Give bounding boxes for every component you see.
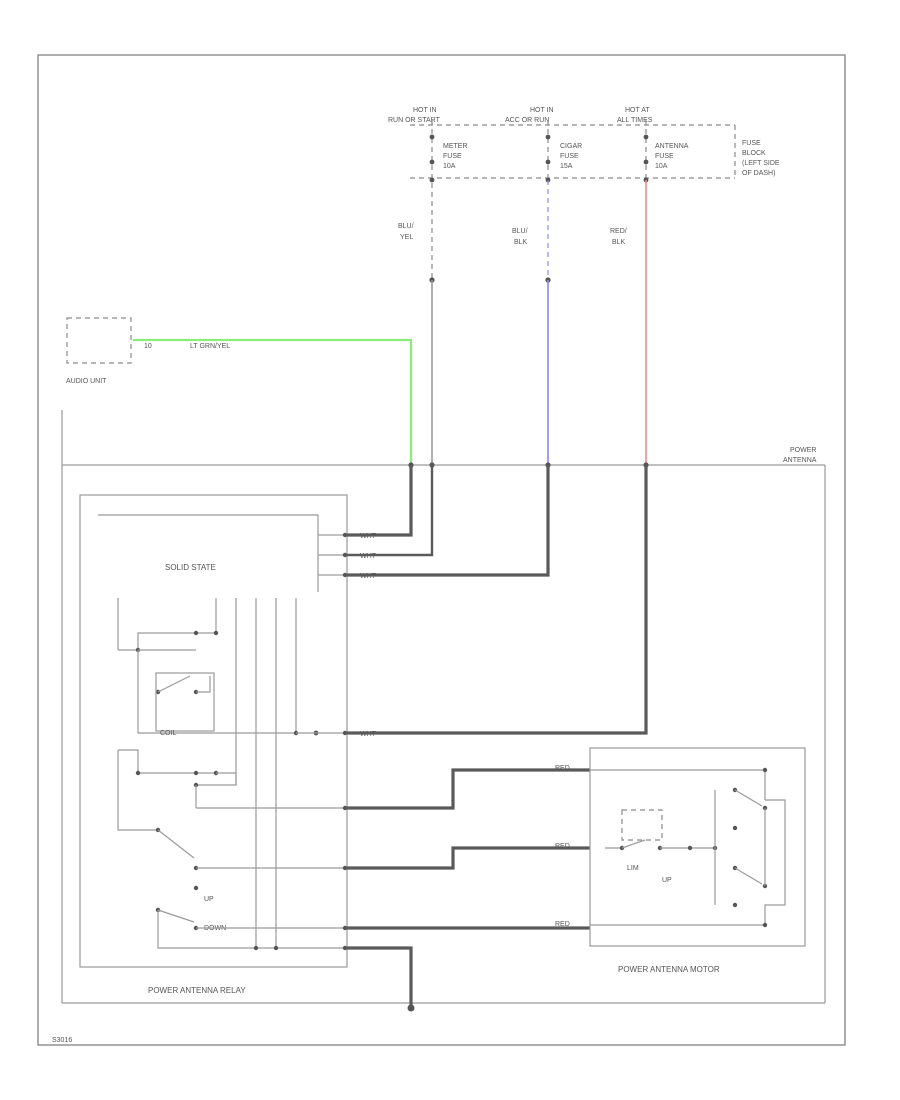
meter-fuse-amps: 10A [443, 163, 456, 170]
power-antenna-label-1: POWER [790, 447, 816, 454]
power-antenna-assembly: POWER ANTENNA [61, 410, 826, 1004]
antenna-fuse-hot: HOT AT [625, 107, 650, 114]
cigar-fuse-amps: 15A [560, 163, 573, 170]
figure-id: S3016 [52, 1037, 72, 1044]
antenna-wire-color-1: RED/ [610, 228, 627, 235]
power-antenna-label-2: ANTENNA [783, 457, 817, 464]
relay-label: POWER ANTENNA RELAY [148, 986, 246, 995]
antenna-fuse-hot-sub: ALL TIMES [617, 117, 653, 124]
up-label: UP [204, 896, 214, 903]
motor-wire-1: RED [555, 765, 570, 772]
motor-label: POWER ANTENNA MOTOR [618, 965, 720, 974]
power-antenna-relay: POWER ANTENNA RELAY SOLID STATE COIL [79, 494, 348, 995]
cigar-fuse: HOT IN ACC OR RUN CIGAR FUSE 15A BLU/ BL… [505, 107, 582, 246]
outer-frame [37, 54, 846, 1046]
antenna-wire-color-2: BLK [612, 239, 626, 246]
antenna-fuse-amps: 10A [655, 163, 668, 170]
fuse-block-label-2: BLOCK [742, 150, 766, 157]
audio-unit: AUDIO UNIT 10 LT GRN/YEL [66, 317, 413, 465]
motor-wire-2: RED [555, 843, 570, 850]
coil-label: COIL [160, 730, 176, 737]
relay-wire-2: WHT [360, 553, 377, 560]
fuse-wires [429, 180, 647, 465]
antenna-fuse-name-1: ANTENNA [655, 143, 689, 150]
meter-wire-color-2: YEL [400, 234, 413, 241]
antenna-fuse-name-2: FUSE [655, 153, 674, 160]
cigar-wire-color-2: BLK [514, 239, 528, 246]
motor-wire-3: RED [555, 921, 570, 928]
meter-wire-color-1: BLU/ [398, 223, 414, 230]
fuse-block-label-3: (LEFT SIDE [742, 160, 780, 167]
cigar-fuse-hot-sub: ACC OR RUN [505, 117, 549, 124]
fuse-block: FUSE BLOCK (LEFT SIDE OF DASH) [410, 124, 780, 179]
meter-fuse-name-2: FUSE [443, 153, 462, 160]
cigar-fuse-name-1: CIGAR [560, 143, 582, 150]
meter-fuse-hot: HOT IN [413, 107, 437, 114]
meter-fuse-hot-sub: RUN OR START [388, 117, 441, 124]
audio-green-wire [133, 338, 413, 465]
cigar-wire-color-1: BLU/ [512, 228, 528, 235]
cigar-fuse-hot: HOT IN [530, 107, 554, 114]
meter-fuse: HOT IN RUN OR START METER FUSE 10A BLU/ … [388, 107, 468, 280]
fuse-block-label-1: FUSE [742, 140, 761, 147]
audio-unit-wire-color: LT GRN/YEL [190, 343, 230, 350]
audio-unit-pin: 10 [144, 343, 152, 350]
meter-fuse-name-1: METER [443, 143, 468, 150]
relay-bold-wires [347, 465, 648, 1012]
solid-state-label: SOLID STATE [165, 563, 216, 572]
power-antenna-motor: POWER ANTENNA MOTOR RED RED RED LIM UP [555, 747, 806, 974]
antenna-fuse: HOT AT ALL TIMES ANTENNA FUSE 10A RED/ B… [610, 107, 689, 246]
relay-terminals: WHT WHT WHT WHT [342, 532, 377, 951]
audio-unit-label: AUDIO UNIT [66, 378, 107, 385]
motor-switch-label: UP [662, 877, 672, 884]
cigar-fuse-name-2: FUSE [560, 153, 579, 160]
motor-switch-label-2: LIM [627, 865, 639, 872]
fuse-block-label-4: OF DASH) [742, 170, 775, 177]
